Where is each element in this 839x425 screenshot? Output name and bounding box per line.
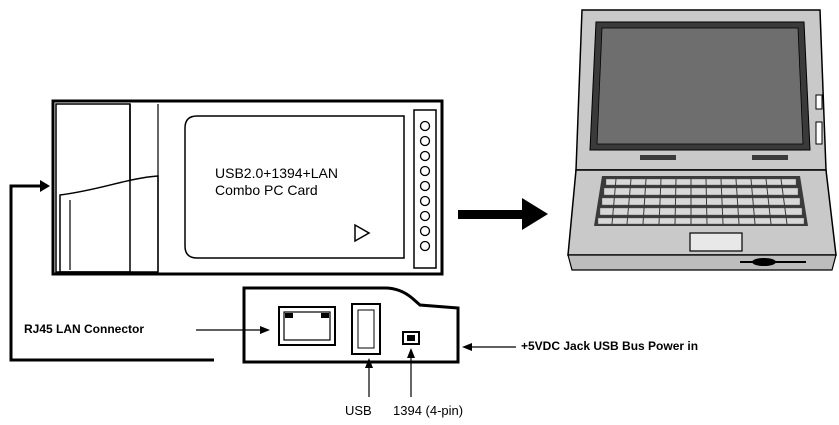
- connector-panel: [242, 286, 460, 364]
- connector-route-line: [9, 184, 214, 362]
- insert-arrow: [458, 198, 548, 230]
- power-jack-label: +5VDC Jack USB Bus Power in: [521, 339, 699, 353]
- insert-direction-icon: [354, 223, 371, 243]
- usb-label: USB: [345, 403, 372, 418]
- rj45-label: RJ45 LAN Connector: [24, 322, 145, 336]
- card-label-panel: [184, 115, 405, 259]
- card-entry-arrowhead: [40, 180, 50, 192]
- pc-card: [51, 99, 444, 276]
- pin-holes: [419, 120, 431, 252]
- ieee1394-label: 1394 (4-pin): [393, 403, 464, 418]
- laptop-icon: [567, 9, 837, 271]
- card-title-line1: USB2.0+1394+LAN: [215, 165, 338, 181]
- card-title-line2: Combo PC Card: [215, 182, 318, 198]
